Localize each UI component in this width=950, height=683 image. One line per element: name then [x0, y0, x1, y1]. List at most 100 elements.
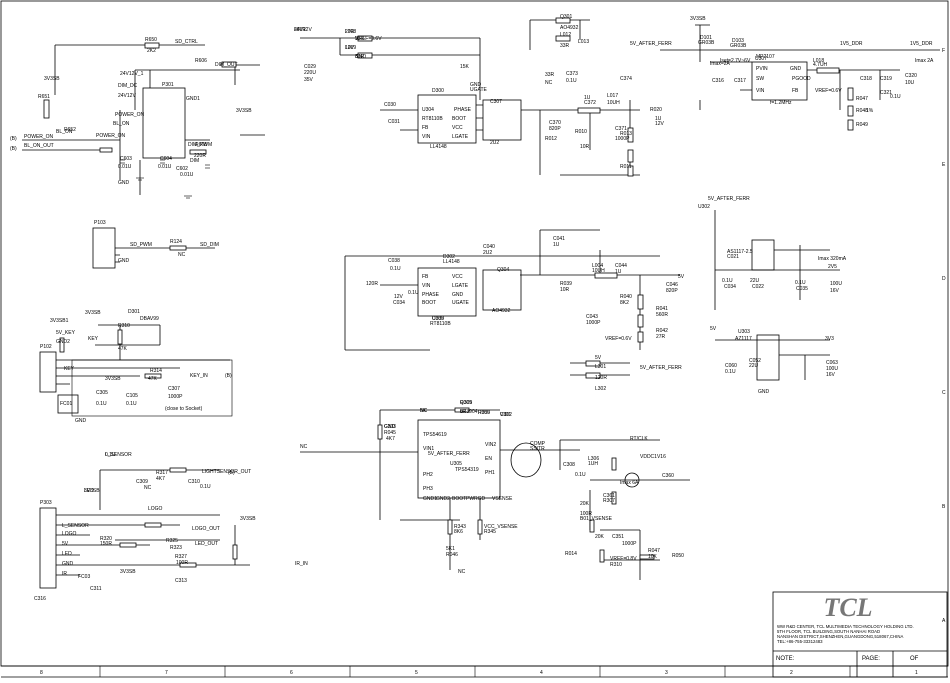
vddc-block-label: PH1	[485, 470, 495, 476]
key-block-label: FC01	[60, 401, 72, 407]
buck-12v-label: 680R	[294, 27, 306, 33]
buck-12v-label: 33R	[355, 54, 365, 60]
buck-5v-label: R042	[656, 328, 668, 334]
ir-block-label: IR_IN	[295, 561, 308, 567]
ir-block-label: (B)	[228, 470, 235, 476]
ldo-block-label: 2V5	[828, 264, 837, 270]
buck-5v-label: 1U	[615, 269, 622, 275]
column-marker: 4	[540, 670, 543, 676]
buck-12v-label: VREF=0.6V	[355, 36, 382, 42]
vddc-block-label: BOOT	[452, 496, 466, 502]
buck-5v-label: 560R	[656, 312, 668, 318]
vddc-block-label: C308	[563, 462, 575, 468]
key-block-label: 1000P	[168, 394, 183, 400]
vddc-block-label: R310	[610, 562, 622, 568]
vddc-block-label: C360	[662, 473, 674, 479]
power-ctrl-label: 2K2	[147, 48, 156, 54]
address-line-3: NANSHAN DISTRICT,SHENZHEN,GUANGDONG,5180…	[777, 634, 903, 639]
ldo-block-label: U302	[698, 204, 710, 210]
key-block-label: (B)	[225, 373, 232, 379]
ldo-block-label: AZ1117	[735, 336, 752, 342]
ic-u303	[756, 334, 780, 381]
power-ctrl-label: 24V12V_1	[120, 71, 144, 77]
ldo-block-label: 16V	[826, 372, 836, 378]
buck-12v-label: FB	[422, 125, 429, 131]
buck-5v-label: D302	[443, 254, 455, 260]
ir-block-label: 3V3SB	[120, 569, 136, 575]
ddr-block-label: C317	[734, 78, 746, 84]
ddr-block-label: Imax=2A	[710, 61, 731, 67]
connector-p303	[39, 507, 57, 589]
buck-5v-label: 1000P	[586, 320, 601, 326]
address-line-4: TEL:+86-755-33312483	[777, 639, 823, 644]
ir-block-label: P303	[40, 500, 52, 506]
buck-12v-label: C307	[490, 99, 502, 105]
ldo-block-label: U303	[738, 329, 750, 335]
ddr-block-label: 1%	[866, 108, 874, 114]
vddc-block-label: R307	[603, 498, 615, 504]
connector-p301	[142, 87, 186, 159]
connector-p103	[92, 227, 116, 269]
ldo-block-label: Imax 320mA	[818, 256, 847, 262]
ir-block-label: LOGO	[148, 506, 163, 512]
vddc-block-label: EN	[485, 456, 492, 462]
buck-5v-label: VCC	[452, 274, 463, 280]
ir-block-label: R320	[100, 536, 112, 542]
power-ctrl-label: P301	[162, 82, 174, 88]
column-marker: 5	[415, 670, 418, 676]
ir-block-label: 100R	[176, 560, 188, 566]
ir-block-label: C309	[136, 479, 148, 485]
power-ctrl-label: 0.01U	[158, 164, 172, 170]
power-ctrl-label: R652	[64, 127, 76, 133]
ddr-block-label: 1V5_DDR	[840, 41, 863, 47]
ldo-block-label: 0.1U	[795, 280, 806, 286]
ldo-block-label: C021	[727, 254, 739, 260]
ddr-block-label: SW	[756, 76, 764, 82]
power-control-block: R6502K2SD_CTRL3V3SBR651R652POWER_ONBL_ON…	[10, 37, 265, 199]
buck-12v-label: U304	[422, 107, 434, 113]
key-block-label: 3V3SB	[85, 310, 101, 316]
key-block-label: R310	[118, 323, 130, 329]
buck-12v-label: R020	[650, 107, 662, 113]
ddr-block-label: L018	[813, 58, 824, 64]
ddr-block-label: 0.1U	[890, 94, 901, 100]
ddr-block-label: R048	[856, 108, 868, 114]
buck-5v-label: C038	[388, 258, 400, 264]
power-ctrl-label: R606	[195, 58, 207, 64]
key-block-label: P102	[40, 344, 52, 350]
key-block-label: KEY_IN	[190, 373, 208, 379]
ir-block-label: 5V	[62, 541, 69, 547]
ddr-block-label: PGOOD	[792, 76, 811, 82]
vddc-block-label: 5V_AFTER_FERR	[428, 451, 470, 457]
power-ctrl-label: C604	[160, 156, 172, 162]
power-ctrl-label: BL_ON	[113, 121, 130, 127]
panel-13-label: R124	[170, 239, 182, 245]
vddc-block-label: C302	[500, 412, 512, 418]
ldo-block: 5V_AFTER_FERRU302AS1117-2.5C0210.1UC0342…	[698, 196, 847, 395]
ddr-block-label: f=1.2MHz	[770, 100, 792, 106]
ddr-block-label: VIN	[756, 88, 765, 94]
power-ctrl-label: R651	[38, 94, 50, 100]
ir-block-label: IR	[62, 571, 67, 577]
buck-12v-label: 12V	[345, 45, 355, 51]
vddc-block-label: C361	[603, 493, 615, 499]
ir-block-label: 3V3SB	[240, 516, 256, 522]
power-ctrl-label: R608	[195, 142, 207, 148]
ir-block-label: L_SENSOR	[105, 452, 132, 458]
buck-5v-label: C034	[393, 300, 405, 306]
ir-block-label: 0.1U	[105, 452, 116, 458]
buck-12v-label: C370	[549, 120, 561, 126]
buck-5v-label: RT8110B	[430, 321, 451, 327]
address-line-2: 5TH FLOOR, TCL BUILDING,SOUTH NANHAI ROA…	[777, 629, 880, 634]
vddc-block-label: 20K	[580, 501, 590, 507]
buck-12v-label: PHASE	[454, 107, 472, 113]
mosfet-q304	[482, 269, 522, 311]
note-label: NOTE:	[776, 656, 795, 662]
ir-block-label: LOGO	[62, 531, 77, 537]
ddr-block-label: U307	[755, 56, 767, 62]
vddc-block-label: C303	[384, 424, 396, 430]
vddc-block-label: VIN2	[485, 442, 496, 448]
row-marker: D	[942, 276, 946, 282]
